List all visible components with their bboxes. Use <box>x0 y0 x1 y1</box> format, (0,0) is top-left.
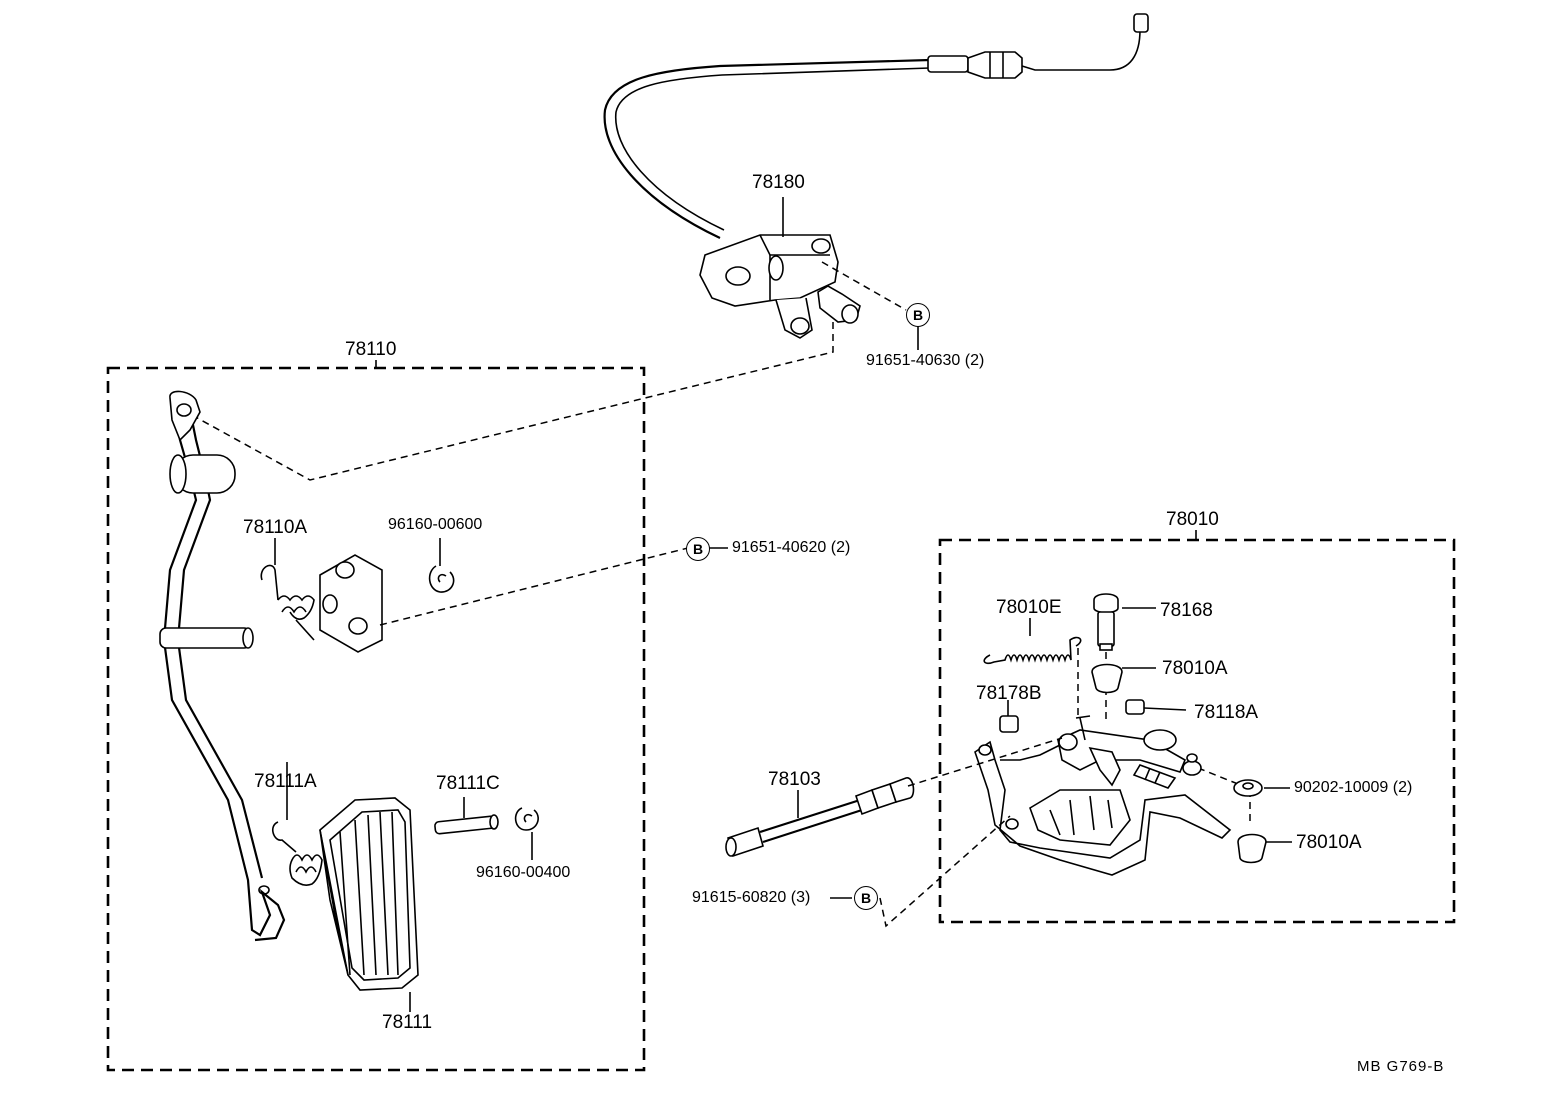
label-78180: 78180 <box>752 172 805 193</box>
pedal-arm <box>159 390 286 942</box>
label-78010A-lower: 78010A <box>1296 832 1362 853</box>
pedal-bracket <box>319 554 383 653</box>
diagram-reference-code: MB G769-B <box>1357 1058 1445 1075</box>
lever-assembly <box>974 715 1232 876</box>
label-96160-00400: 96160-00400 <box>476 864 571 881</box>
label-78010A-upper: 78010A <box>1162 658 1228 679</box>
pedal-pad <box>319 797 419 991</box>
label-78118A: 78118A <box>1194 702 1259 723</box>
label-91651-40630: 91651-40630 (2) <box>866 352 985 369</box>
torsion-spring <box>260 564 315 641</box>
accelerator-rod <box>725 777 915 858</box>
label-78178B: 78178B <box>976 683 1042 704</box>
label-78110A: 78110A <box>243 517 308 538</box>
label-78111C: 78111C <box>436 773 500 794</box>
label-78111A: 78111A <box>254 771 317 792</box>
label-78168: 78168 <box>1160 600 1213 621</box>
callout-b-lower: B <box>854 886 878 910</box>
label-78010: 78010 <box>1166 509 1219 530</box>
label-78111: 78111 <box>382 1012 433 1033</box>
label-96160-00600: 96160-00600 <box>388 516 483 533</box>
label-90202-10009: 90202-10009 (2) <box>1294 779 1413 796</box>
callout-b-upper: B <box>906 303 930 327</box>
return-spring <box>271 821 323 886</box>
label-78103: 78103 <box>768 769 821 790</box>
label-78110: 78110 <box>345 339 397 360</box>
label-78010E: 78010E <box>996 597 1062 618</box>
label-91615-60820: 91615-60820 (3) <box>692 889 811 906</box>
callout-b-middle: B <box>686 537 710 561</box>
extension-spring <box>983 636 1082 665</box>
bolt <box>1093 593 1119 651</box>
cable-bracket <box>699 234 861 339</box>
label-91651-40620: 91651-40620 (2) <box>732 539 851 556</box>
accelerator-cable <box>603 13 1149 239</box>
